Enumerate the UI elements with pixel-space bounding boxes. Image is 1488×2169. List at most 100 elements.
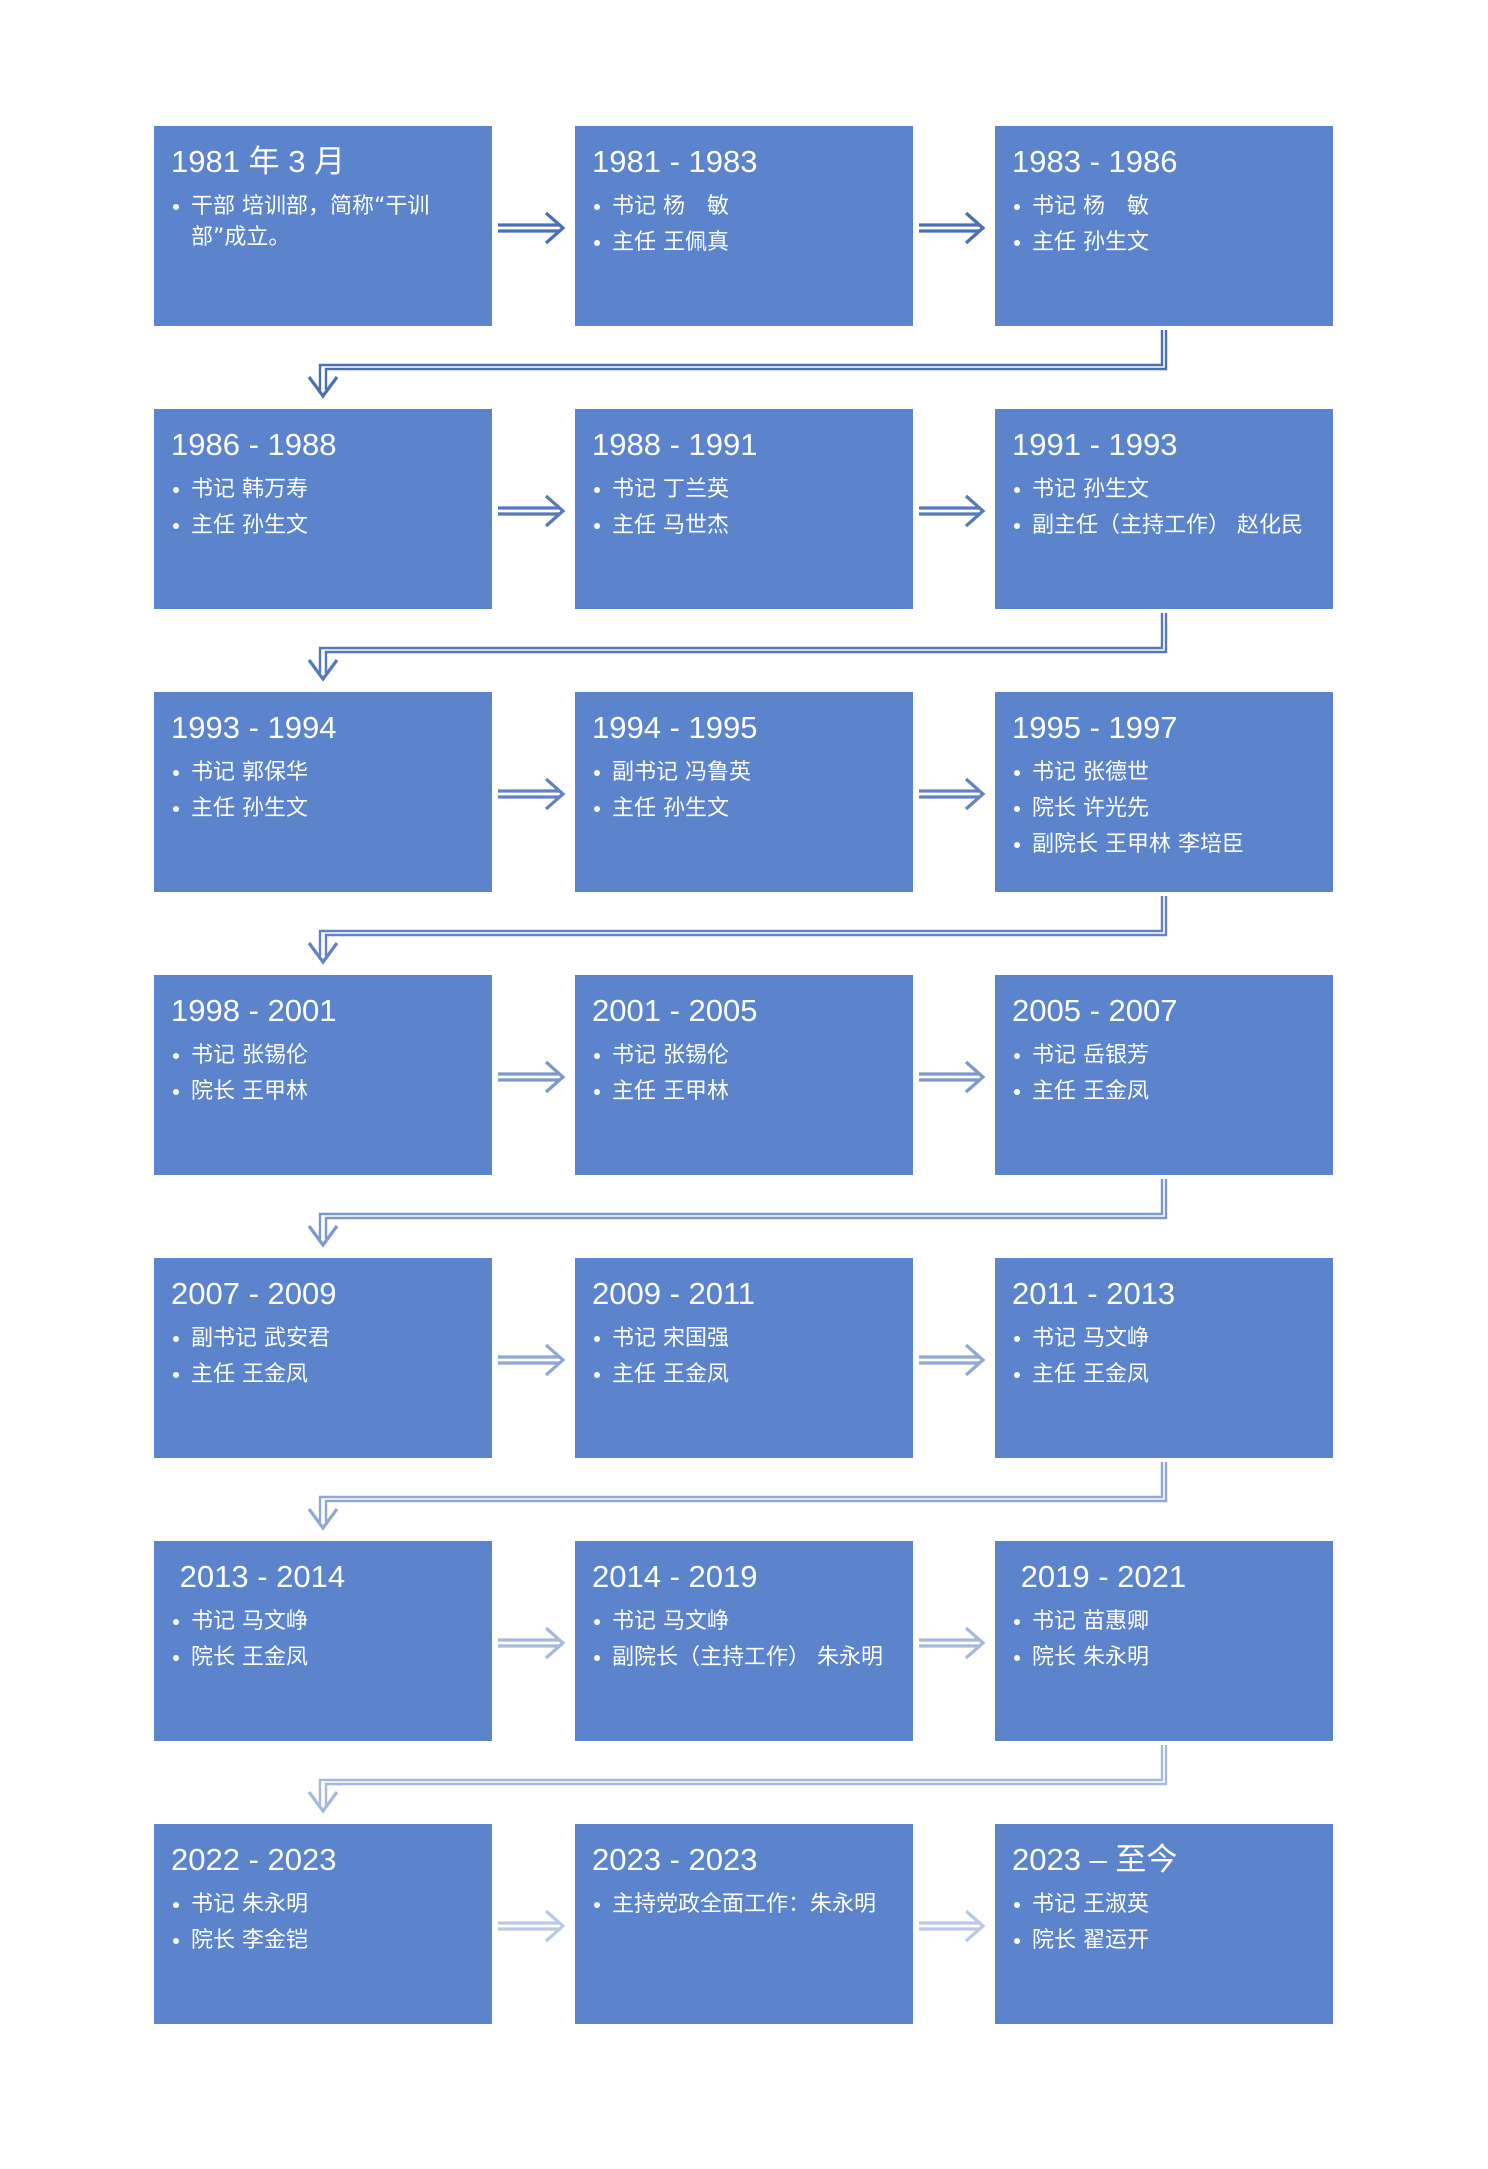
leader-text: 主任 孙生文 [612,796,729,821]
leader-list: 书记 杨 敏主任 孙生文 [1012,191,1317,258]
leader-text: 书记 马文峥 [191,1609,308,1634]
period-title: 2014 - 2019 [592,1559,758,1594]
leader-list: 主持党政全面工作：朱永明 [592,1889,897,1920]
leader-item: 书记 马文峥 [171,1606,476,1637]
leader-item: 书记 苗惠卿 [1012,1606,1317,1637]
leader-item: 副院长 王甲林 李培臣 [1012,829,1317,860]
leader-list: 书记 郭保华主任 孙生文 [171,757,476,824]
period-title: 1983 - 1986 [1012,144,1178,179]
leader-item: 主任 王金凤 [171,1359,476,1390]
leader-item: 主任 王金凤 [592,1359,897,1390]
leader-item: 主持党政全面工作：朱永明 [592,1889,897,1920]
leader-text: 书记 王淑英 [1032,1892,1149,1917]
leader-text: 主任 王金凤 [191,1362,308,1387]
return-connector-line [318,1462,1168,1522]
leader-list: 书记 张锡伦院长 王甲林 [171,1040,476,1107]
leader-item: 主任 孙生文 [592,793,897,824]
leader-item: 院长 王甲林 [171,1076,476,1107]
leader-text: 书记 张锡伦 [191,1043,308,1068]
period-title: 1991 - 1993 [1012,427,1178,462]
period-title: 2022 - 2023 [171,1842,337,1877]
leader-item: 院长 翟运开 [1012,1925,1317,1956]
period-box: 1981 年 3 月干部 培训部，简称“干训部”成立。 [154,126,492,326]
down-arrow-icon [307,1508,339,1531]
leader-item: 主任 孙生文 [171,793,476,824]
leader-list: 书记 张德世院长 许光先副院长 王甲林 李培臣 [1012,757,1317,860]
leader-text: 院长 李金铠 [191,1928,308,1953]
leader-text: 书记 丁兰英 [612,477,729,502]
leader-item: 书记 杨 敏 [592,191,897,222]
leader-item: 主任 王金凤 [1012,1076,1317,1107]
leader-list: 书记 朱永明院长 李金铠 [171,1889,476,1956]
leader-text: 副院长（主持工作） 朱永明 [612,1645,883,1670]
leader-item: 主任 马世杰 [592,510,897,541]
period-title: 2023 - 2023 [592,1842,758,1877]
leader-text: 院长 王甲林 [191,1079,308,1104]
return-connector-line [318,1179,1168,1239]
leader-text: 书记 孙生文 [1032,477,1149,502]
period-title: 1998 - 2001 [171,993,337,1028]
period-box: 1994 - 1995 副书记 冯鲁英主任 孙生文 [575,692,913,892]
leader-list: 干部 培训部，简称“干训部”成立。 [171,191,476,253]
leader-text: 副书记 武安君 [191,1326,330,1351]
leader-text: 书记 杨 敏 [612,194,729,219]
leader-item: 书记 张锡伦 [171,1040,476,1071]
leader-text: 主任 王佩真 [612,230,729,255]
leader-list: 书记 马文峥院长 王金凤 [171,1606,476,1673]
period-title: 2001 - 2005 [592,993,758,1028]
period-box: 2022 - 2023 书记 朱永明院长 李金铠 [154,1824,492,2024]
leader-text: 主任 王金凤 [1032,1362,1149,1387]
leader-text: 院长 王金凤 [191,1645,308,1670]
leader-item: 书记 丁兰英 [592,474,897,505]
leader-item: 书记 韩万寿 [171,474,476,505]
leader-item: 书记 马文峥 [1012,1323,1317,1354]
leader-item: 副书记 武安君 [171,1323,476,1354]
leader-text: 主任 孙生文 [1032,230,1149,255]
leader-text: 副书记 冯鲁英 [612,760,751,785]
leader-list: 书记 孙生文副主任（主持工作） 赵化民 [1012,474,1317,541]
leader-text: 书记 宋国强 [612,1326,729,1351]
leader-text: 主任 孙生文 [191,513,308,538]
leader-text: 院长 许光先 [1032,796,1149,821]
period-title: 1995 - 1997 [1012,710,1178,745]
leader-item: 干部 培训部，简称“干训部”成立。 [171,191,476,253]
leader-list: 书记 张锡伦主任 王甲林 [592,1040,897,1107]
leader-text: 书记 张德世 [1032,760,1149,785]
leader-list: 书记 韩万寿主任 孙生文 [171,474,476,541]
leader-text: 主任 王甲林 [612,1079,729,1104]
leader-text: 书记 马文峥 [1032,1326,1149,1351]
leader-item: 书记 朱永明 [171,1889,476,1920]
leader-list: 书记 杨 敏主任 王佩真 [592,191,897,258]
leader-item: 副院长（主持工作） 朱永明 [592,1642,897,1673]
leader-item: 副主任（主持工作） 赵化民 [1012,510,1317,541]
leader-list: 书记 丁兰英主任 马世杰 [592,474,897,541]
leader-item: 书记 孙生文 [1012,474,1317,505]
leader-item: 书记 张德世 [1012,757,1317,788]
leader-text: 主任 王金凤 [612,1362,729,1387]
leader-item: 书记 宋国强 [592,1323,897,1354]
period-title: 1988 - 1991 [592,427,758,462]
period-box: 2023 – 至今书记 王淑英院长 翟运开 [995,1824,1333,2024]
return-connector-line [318,330,1168,390]
leader-text: 主任 马世杰 [612,513,729,538]
leader-item: 主任 孙生文 [171,510,476,541]
leader-text: 书记 张锡伦 [612,1043,729,1068]
leader-text: 副院长 王甲林 李培臣 [1032,832,1244,857]
leader-item: 主任 王金凤 [1012,1359,1317,1390]
leader-item: 书记 马文峥 [592,1606,897,1637]
period-title: 1994 - 1995 [592,710,758,745]
timeline-row: 2022 - 2023 书记 朱永明院长 李金铠 2023 - 2023 主持党政全面… [0,1824,1488,2024]
period-title: 2011 - 2013 [1012,1276,1176,1311]
period-box: 1998 - 2001 书记 张锡伦院长 王甲林 [154,975,492,1175]
